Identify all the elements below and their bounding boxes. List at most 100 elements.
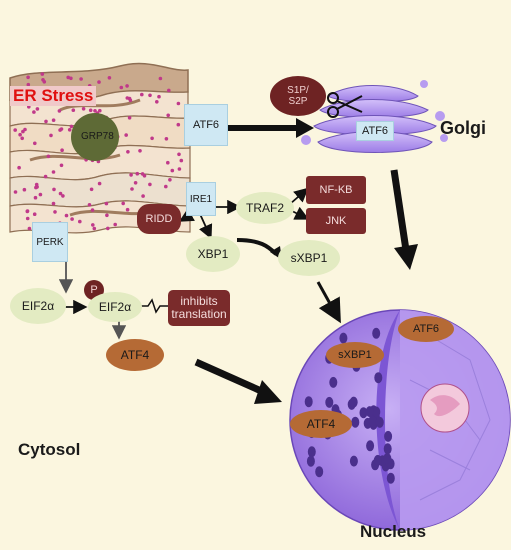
ribosome-dot xyxy=(59,163,64,168)
ribosome-dot xyxy=(43,174,48,179)
ribosome-dot xyxy=(27,226,32,231)
ribosome-dot xyxy=(128,98,133,103)
ribosome-dot xyxy=(97,80,101,84)
ribosome-dot xyxy=(113,222,117,227)
nuclear-pore xyxy=(383,443,392,455)
ribosome-dot xyxy=(141,194,145,198)
golgi-label: Golgi xyxy=(440,118,486,138)
ribosome-dot xyxy=(49,133,53,138)
jnk-box: JNK xyxy=(306,208,366,234)
ribosome-dot xyxy=(17,165,21,170)
ribosome-dot xyxy=(177,167,182,171)
nuclear-pore xyxy=(384,430,393,442)
ribosome-dot xyxy=(69,76,73,81)
ribosome-dot xyxy=(119,85,124,90)
nucleus-label: Nucleus xyxy=(360,522,427,541)
ribosome-dot xyxy=(38,192,43,197)
ridd-box: RIDD xyxy=(137,204,181,234)
ribosome-dot xyxy=(58,191,63,196)
ribosome-dot xyxy=(51,118,56,122)
ribosome-dot xyxy=(125,207,130,212)
ribosome-dot xyxy=(125,84,129,88)
ribosome-dot xyxy=(168,178,172,182)
ribosome-dot xyxy=(32,110,36,114)
ribosome-dot xyxy=(41,78,45,82)
nuclear-pore xyxy=(383,453,392,464)
er-stress-label: ER Stress xyxy=(10,86,97,106)
ribosome-dot xyxy=(93,109,97,113)
ribosome-dot xyxy=(130,187,134,191)
ribosome-dot xyxy=(166,113,170,118)
nuclear-pore xyxy=(315,466,324,478)
ribosome-dot xyxy=(67,128,72,132)
ribosome-dot xyxy=(140,172,145,176)
ribosome-dot xyxy=(69,124,74,129)
ribosome-dot xyxy=(129,173,133,177)
ribosome-dot xyxy=(125,96,130,100)
ribosome-dot xyxy=(34,182,39,187)
ribosome-dot xyxy=(176,101,181,106)
cytosol-label: Cytosol xyxy=(18,440,81,459)
nuclear-pore xyxy=(306,455,315,467)
ribosome-dot xyxy=(133,181,138,185)
ribosome-dot xyxy=(88,108,93,113)
ribosome-dot xyxy=(20,136,25,141)
ribosome-dot xyxy=(25,216,30,221)
xbp1-oval: XBP1 xyxy=(186,236,240,272)
nuclear-pore xyxy=(325,396,334,408)
nuclear-pore xyxy=(349,455,358,467)
ribosome-dot xyxy=(127,116,132,120)
ribosome-dot xyxy=(51,201,56,206)
ribosome-dot xyxy=(164,184,168,189)
ribosome-dot xyxy=(57,109,62,113)
sxbp1-oval: sXBP1 xyxy=(278,240,340,276)
atf6-er-box: ATF6 xyxy=(184,104,228,146)
ribosome-dot xyxy=(70,217,74,221)
nuclear-pore xyxy=(351,416,360,428)
ribosome-dot xyxy=(176,122,181,127)
ribosome-dot xyxy=(104,201,109,206)
nuclear-pore xyxy=(365,406,374,418)
ribosome-dot xyxy=(60,148,64,152)
ribosome-dot xyxy=(92,226,97,231)
ribosome-dot xyxy=(79,77,83,81)
nuclear-pore xyxy=(329,376,338,388)
grp78-label: GRP78 xyxy=(81,131,114,142)
nuclear-pore xyxy=(373,454,382,466)
ribosome-dot xyxy=(26,82,31,87)
ribosome-dot xyxy=(177,152,181,157)
ribosome-dot xyxy=(51,170,56,174)
ribosome-dot xyxy=(121,201,125,206)
atf6-golgi-box: ATF6 xyxy=(356,121,394,141)
ribosome-dot xyxy=(53,210,57,214)
grp78-blob xyxy=(71,113,119,161)
ribosome-dot xyxy=(157,94,161,99)
ribosome-dot xyxy=(66,75,70,80)
ribosome-dot xyxy=(71,108,76,112)
ribosome-dot xyxy=(126,150,130,154)
ribosome-dot xyxy=(90,208,95,212)
nucleus-atf6-oval: ATF6 xyxy=(398,316,454,342)
ribosome-dot xyxy=(25,209,30,214)
ribosome-dot xyxy=(167,88,171,93)
nuclear-pore xyxy=(386,472,395,484)
ribosome-dot xyxy=(97,181,102,186)
ribosome-dot xyxy=(107,76,112,80)
s1p-s2p-oval: S1P/ S2P xyxy=(270,76,326,116)
ire1-box: IRE1 xyxy=(186,182,216,216)
ribosome-dot xyxy=(40,72,45,76)
ribosome-dot xyxy=(170,168,175,173)
nuclear-pore xyxy=(372,406,381,418)
scissors-icon xyxy=(327,92,363,118)
ribosome-dot xyxy=(98,108,102,113)
ribosome-dot xyxy=(106,226,110,231)
ribosome-dot xyxy=(166,160,170,165)
nuclear-pore xyxy=(349,396,358,408)
nucleus-atf4-oval: ATF4 xyxy=(290,410,352,438)
ribosome-dot xyxy=(91,223,95,227)
ribosome-dot xyxy=(105,213,109,218)
ribosome-dot xyxy=(179,158,184,163)
perk-box: PERK xyxy=(32,222,68,262)
ribosome-dot xyxy=(138,149,142,153)
